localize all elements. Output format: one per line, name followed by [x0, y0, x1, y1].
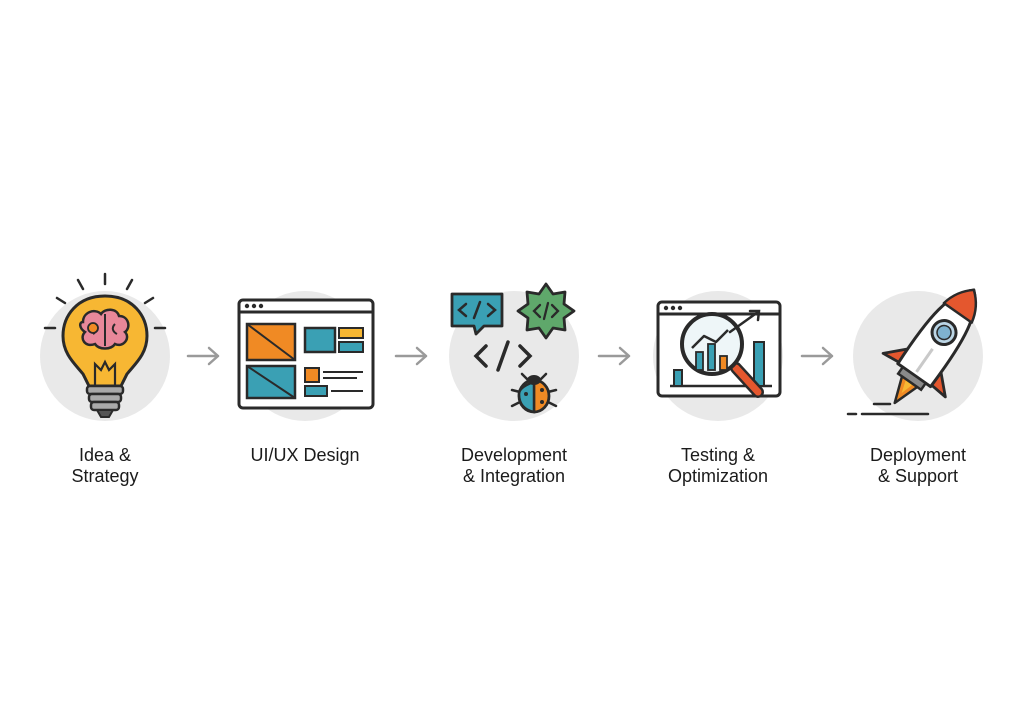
code-bug-icon — [450, 282, 576, 414]
step-deployment-support: Deployment & Support — [818, 270, 1018, 510]
step-ui-ux-design: UI/UX Design — [205, 270, 405, 510]
step-idea-strategy: Idea & Strategy — [5, 270, 205, 510]
step-label: Idea & Strategy — [71, 445, 139, 486]
magnifier-chart-icon — [656, 300, 782, 398]
step-label: Development & Integration — [460, 445, 568, 486]
step-label: UI/UX Design — [250, 445, 360, 465]
step-label: Deployment & Support — [869, 445, 967, 486]
step-label: Testing & Optimization — [667, 445, 769, 486]
arrow-right-icon — [597, 346, 631, 366]
arrow-right-icon — [186, 346, 220, 366]
rocket-icon — [846, 288, 978, 416]
arrow-right-icon — [394, 346, 428, 366]
step-development-integration: Development & Integration — [414, 270, 614, 510]
arrow-right-icon — [800, 346, 834, 366]
wireframe-window-icon — [237, 298, 375, 410]
lightbulb-brain-icon — [43, 272, 167, 418]
step-testing-optimization: Testing & Optimization — [618, 270, 818, 510]
